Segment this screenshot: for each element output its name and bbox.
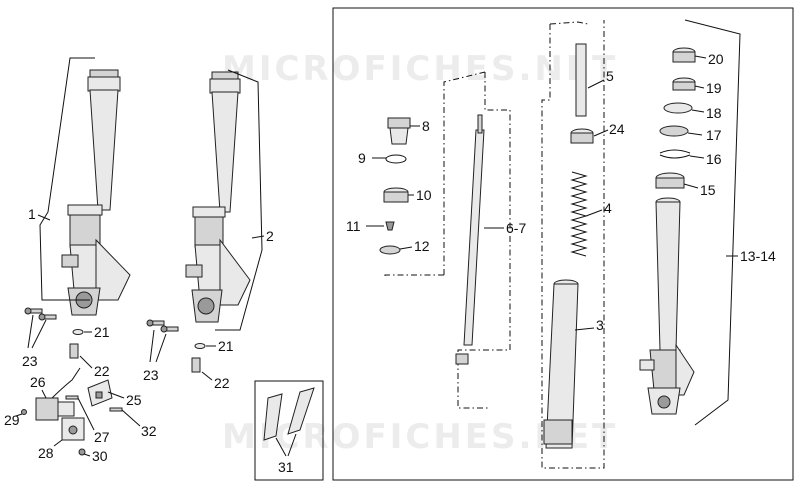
bushing-10[interactable] — [383, 187, 409, 203]
ring-19[interactable] — [672, 77, 696, 91]
sensor-bracket-25[interactable] — [87, 379, 113, 407]
preload-tube-5[interactable] — [575, 43, 587, 117]
callout-20: 20 — [708, 51, 724, 67]
callout-27: 27 — [94, 429, 110, 445]
callout-18: 18 — [706, 105, 722, 121]
screws-23-right[interactable] — [146, 319, 179, 333]
callout-5: 5 — [606, 68, 614, 84]
spacer-24[interactable] — [570, 128, 594, 144]
callout-25: 25 — [126, 392, 142, 408]
nut-11[interactable] — [385, 221, 395, 231]
callout-15: 15 — [700, 182, 716, 198]
kit-31-frame — [254, 380, 324, 481]
bracket-13-14 — [684, 19, 741, 426]
washer-21-right[interactable] — [194, 343, 206, 349]
dash-group-3-5 — [549, 21, 589, 25]
exploded-view-frame — [332, 7, 794, 481]
nut-30[interactable] — [78, 448, 86, 456]
speed-sensor-assembly[interactable] — [35, 367, 85, 441]
rod-bushing[interactable] — [455, 353, 469, 365]
callout-11: 11 — [346, 218, 361, 234]
washer-21-left[interactable] — [72, 329, 84, 335]
callout-22-right: 22 — [214, 375, 230, 391]
callout-24: 24 — [609, 121, 625, 137]
callout-29: 29 — [4, 412, 20, 428]
washer-12[interactable] — [379, 245, 401, 255]
callout-8: 8 — [422, 118, 430, 134]
watermark-top: MICROFICHES.NET — [222, 49, 618, 89]
bolt-22-left[interactable] — [69, 343, 79, 359]
screw-27[interactable] — [65, 395, 79, 400]
callout-9: 9 — [358, 150, 366, 166]
seal-17[interactable] — [659, 125, 689, 137]
screw-29[interactable] — [21, 409, 27, 415]
cap-20[interactable] — [672, 47, 696, 63]
clip-16[interactable] — [659, 149, 691, 159]
callout-3: 3 — [596, 317, 604, 333]
callout-2: 2 — [266, 228, 274, 244]
callout-22-left: 22 — [94, 363, 110, 379]
fork-leg-left[interactable] — [61, 69, 131, 316]
screw-32[interactable] — [109, 407, 123, 412]
slider-tube-3[interactable] — [543, 279, 579, 449]
callout-19: 19 — [706, 80, 722, 96]
o-ring-9[interactable] — [385, 154, 407, 164]
cap-nut-8[interactable] — [387, 117, 411, 145]
dust-seal-15[interactable] — [655, 172, 685, 189]
callout-4: 4 — [604, 200, 612, 216]
callout-1: 1 — [28, 206, 36, 222]
callout-28: 28 — [38, 445, 54, 461]
callout-21-left: 21 — [94, 324, 110, 340]
callout-21-right: 21 — [218, 338, 234, 354]
washer-18[interactable] — [663, 102, 693, 114]
callout-10: 10 — [416, 187, 432, 203]
spring-4[interactable] — [570, 171, 588, 257]
callout-13-14: 13-14 — [740, 248, 776, 264]
callout-30: 30 — [92, 448, 108, 464]
damper-rod-6-7[interactable] — [463, 129, 485, 346]
callout-23-right: 23 — [143, 367, 159, 383]
callout-17: 17 — [706, 127, 722, 143]
outer-tube-13-14[interactable] — [639, 197, 695, 415]
callout-6-7: 6-7 — [506, 220, 526, 236]
bracket-1 — [39, 57, 95, 301]
bolt-22-right[interactable] — [191, 357, 201, 373]
callout-32: 32 — [141, 423, 157, 439]
callout-16: 16 — [706, 151, 722, 167]
kit-31-parts[interactable] — [263, 387, 315, 441]
screws-23-left[interactable] — [24, 307, 57, 321]
callout-12: 12 — [414, 238, 430, 254]
dash-group-8-12 — [384, 274, 444, 278]
callout-26: 26 — [30, 374, 46, 390]
bracket-2 — [215, 69, 263, 331]
fork-leg-right[interactable] — [185, 71, 251, 323]
callout-23-left: 23 — [22, 353, 38, 369]
callout-31: 31 — [278, 459, 294, 475]
